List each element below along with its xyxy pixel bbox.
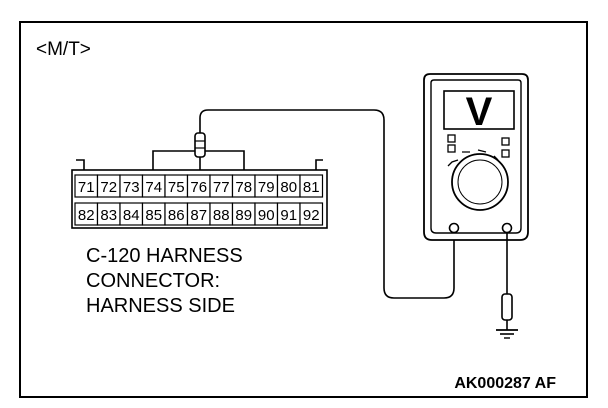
harness-connector: 71 72 73 74 75 76 77 78 79 80 81 82 83 84 85 86 87 88 89 90…	[71, 150, 328, 229]
connector-right-notch	[315, 159, 323, 170]
connector-left-notch	[76, 159, 85, 170]
positive-lead-wire	[199, 109, 455, 299]
pin-number-92: 92	[303, 207, 320, 224]
caption-line-1: C-120 HARNESS	[86, 245, 243, 267]
meter-selector-knob	[457, 159, 503, 205]
pin-number-87: 87	[190, 207, 207, 224]
meter-mode-button	[501, 137, 510, 146]
pin-number-82: 82	[78, 207, 95, 224]
meter-display	[443, 90, 515, 130]
pin-number-76: 76	[190, 179, 207, 196]
meter-range-scale	[447, 149, 499, 167]
pin-number-77: 77	[213, 179, 230, 196]
meter-mode-button	[447, 144, 456, 153]
caption-line-2: CONNECTOR:	[86, 270, 220, 292]
figure-code: AK000287 AF	[454, 375, 556, 392]
pin-number-81: 81	[303, 179, 320, 196]
pin-number-83: 83	[100, 207, 117, 224]
pin-number-80: 80	[280, 179, 297, 196]
pin-cell	[299, 174, 324, 198]
positive-test-lead	[194, 109, 455, 299]
ground-icon	[496, 329, 518, 339]
pin-number-79: 79	[258, 179, 275, 196]
diagram-frame	[19, 21, 588, 398]
pin-number-84: 84	[123, 207, 140, 224]
pin-number-91: 91	[280, 207, 297, 224]
pin-number-74: 74	[145, 179, 162, 196]
meter-positive-jack	[448, 222, 460, 234]
pin-number-71: 71	[78, 179, 95, 196]
meter-display-symbol: V	[466, 90, 493, 134]
pin-number-90: 90	[258, 207, 275, 224]
multimeter: V	[423, 73, 529, 241]
pin-number-78: 78	[235, 179, 252, 196]
meter-mode-button	[447, 134, 456, 143]
caption-line-3: HARNESS SIDE	[86, 295, 235, 317]
pin-number-88: 88	[213, 207, 230, 224]
meter-mode-button	[501, 149, 510, 158]
pin-cell	[299, 202, 324, 226]
connector-pin-grid: 71 72 73 74 75 76 77 78 79 80 81 82 83 84 85 86 87 88 89 90…	[74, 174, 324, 226]
meter-negative-jack	[501, 222, 513, 234]
pin-number-73: 73	[123, 179, 140, 196]
meter-selector-dial	[451, 153, 509, 211]
pin-number-89: 89	[235, 207, 252, 224]
ground-probe-handle	[501, 293, 513, 321]
negative-test-lead	[501, 233, 513, 330]
meter-case-inner	[430, 79, 522, 234]
pin-number-86: 86	[168, 207, 185, 224]
pin-number-75: 75	[168, 179, 185, 196]
pin-number-72: 72	[100, 179, 117, 196]
probe-handle	[194, 132, 206, 158]
pin-number-85: 85	[145, 207, 162, 224]
connector-caption: C-120 HARNESS CONNECTOR: HARNESS SIDE	[86, 245, 248, 317]
variant-label: <M/T>	[36, 39, 91, 60]
